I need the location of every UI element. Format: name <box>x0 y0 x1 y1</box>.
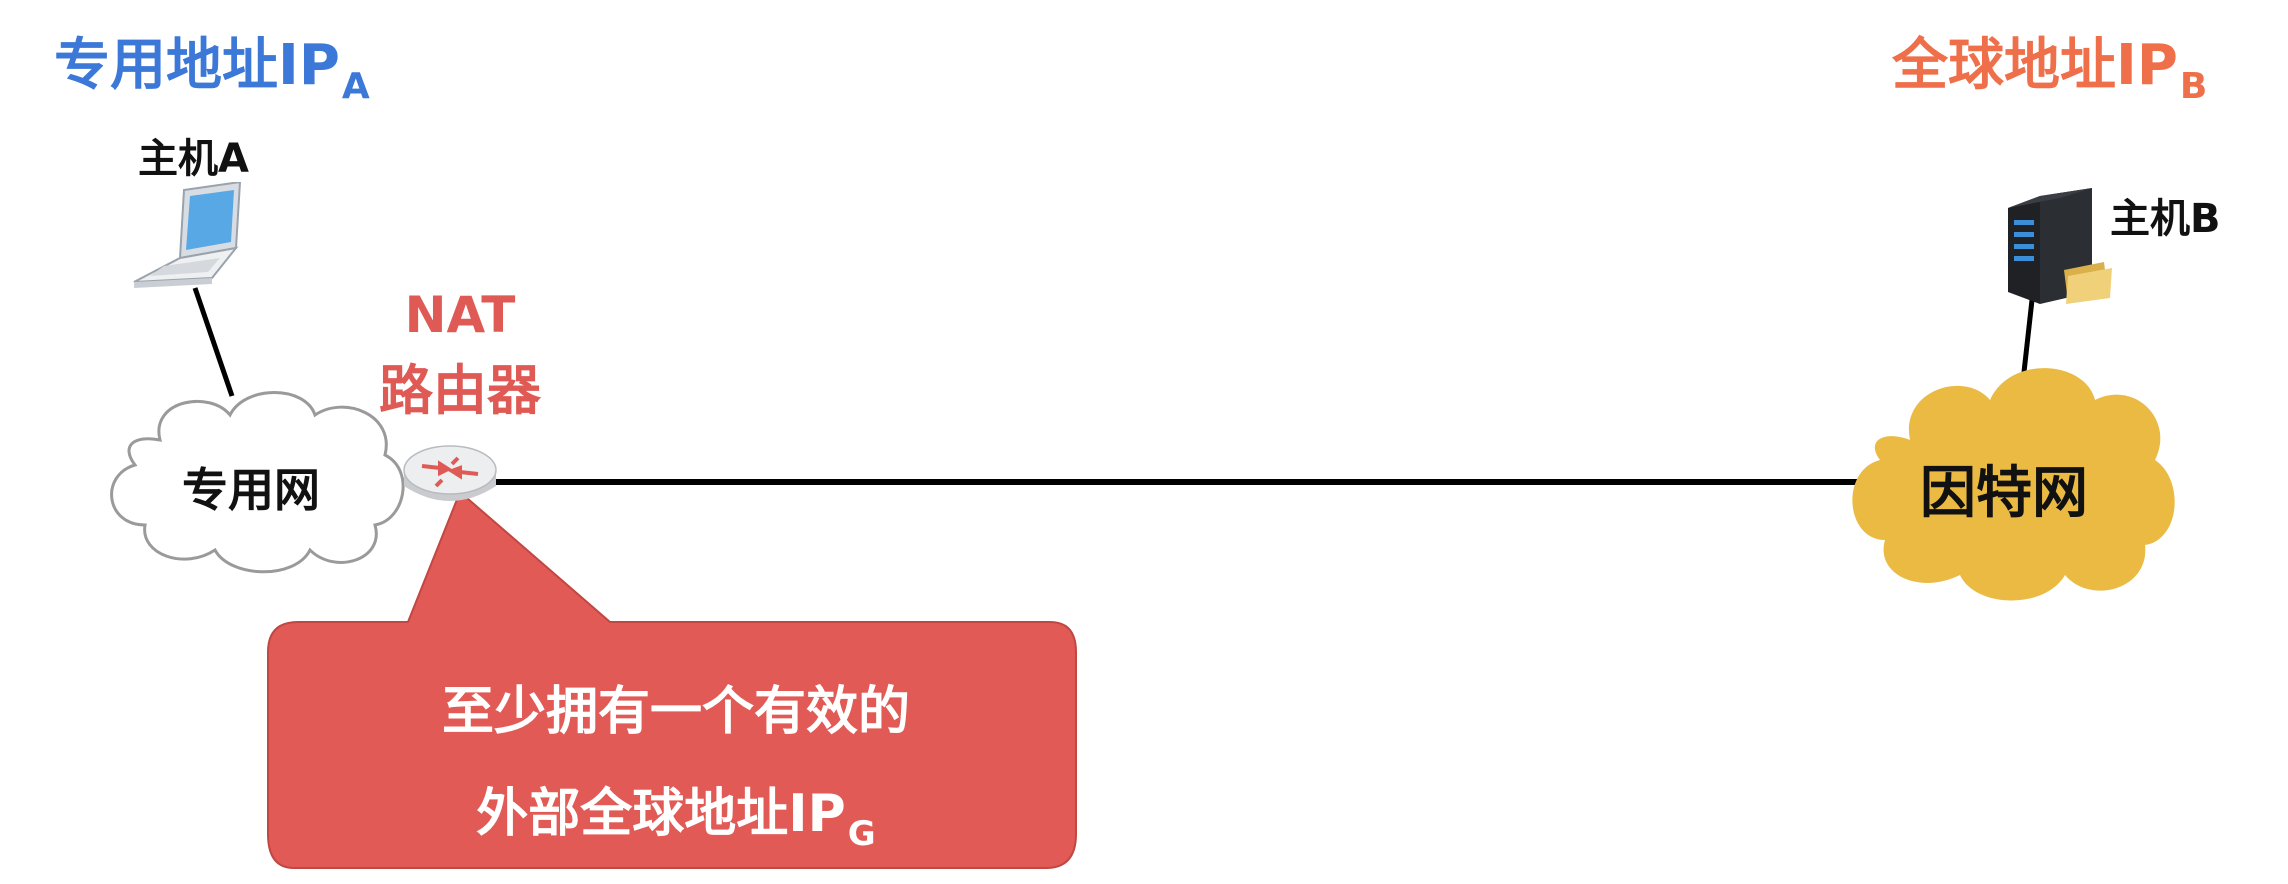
router-icon <box>403 445 497 501</box>
internet-label: 因特网 <box>1920 461 2088 526</box>
host-a-label: 主机A <box>138 136 249 182</box>
private-network-cloud <box>110 391 405 574</box>
nat-router-label-line2: 路由器 <box>379 359 541 422</box>
laptop-to-private-cloud-link <box>192 287 235 397</box>
callout-bubble <box>267 490 1077 869</box>
private-address-title: 专用地址IPA <box>54 33 370 108</box>
private-network-label: 专用网 <box>182 463 320 517</box>
internet-cloud <box>1852 368 2175 601</box>
global-address-text: 全球地址IP <box>1892 33 2178 98</box>
server-to-internet-link <box>2021 299 2035 373</box>
callout-line2: 外部全球地址IP <box>476 784 846 844</box>
laptop-icon <box>133 182 242 288</box>
nat-router-label-line1: NAT <box>404 286 516 344</box>
callout-line2-wrapper: 外部全球地址IPG <box>268 782 1084 854</box>
global-address-title: 全球地址IPB <box>1892 33 2208 108</box>
host-b-label: 主机B <box>2110 196 2221 242</box>
callout-subscript: G <box>847 814 876 854</box>
private-address-subscript: A <box>341 66 370 107</box>
folder-icon <box>2064 262 2112 304</box>
private-address-text: 专用地址IP <box>54 33 340 98</box>
global-address-subscript: B <box>2179 66 2208 107</box>
callout-line1: 至少拥有一个有效的 <box>441 682 910 742</box>
server-icon <box>2008 188 2112 304</box>
